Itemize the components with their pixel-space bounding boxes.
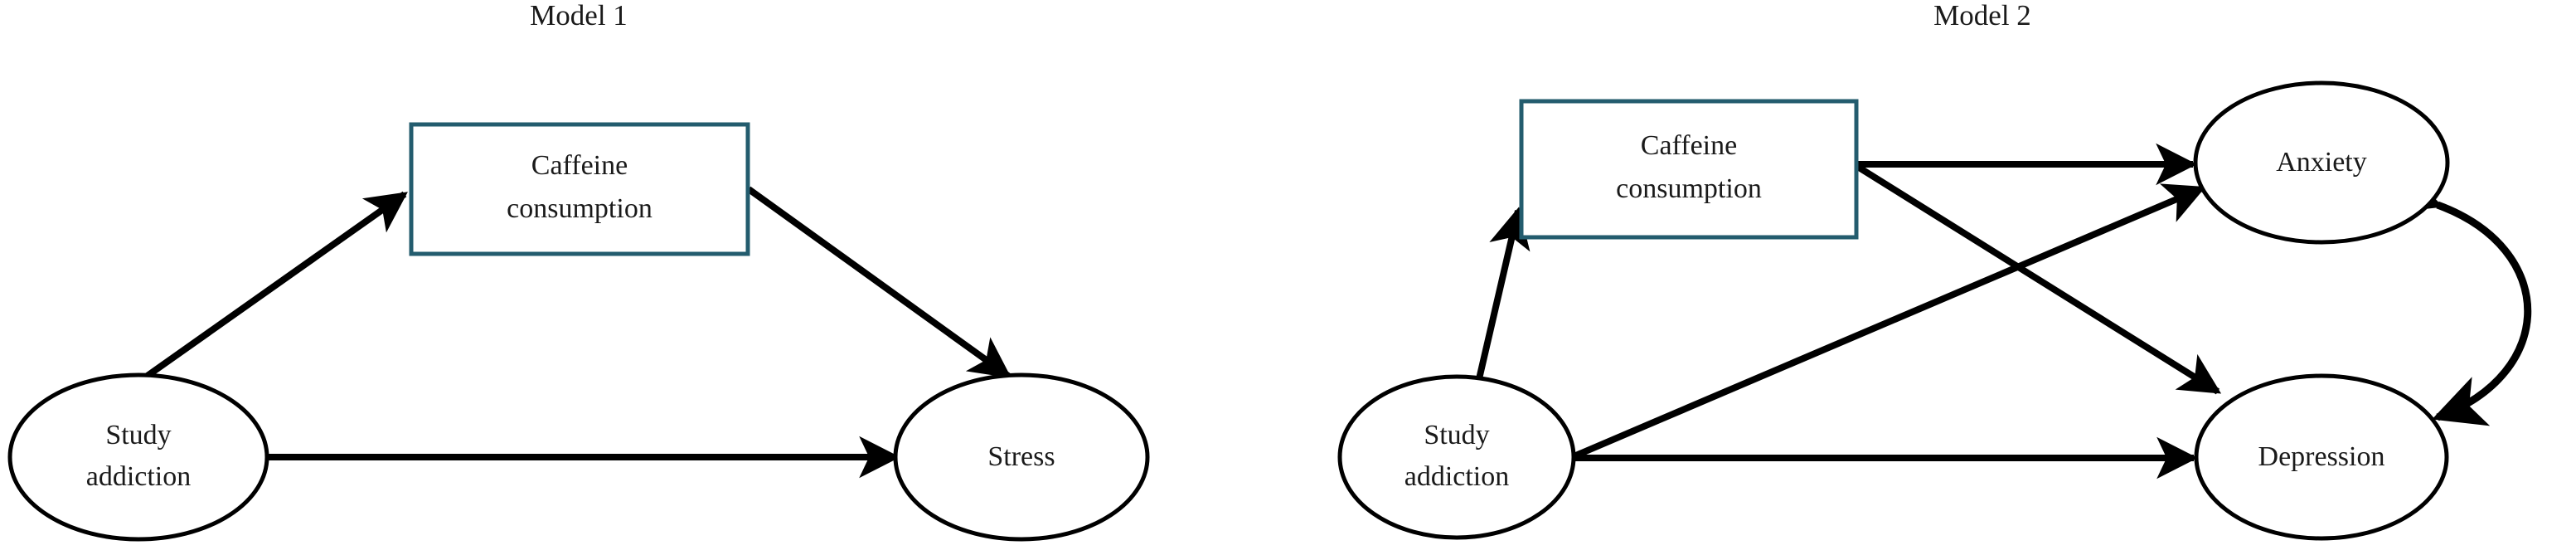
caffeine-consumption-box-m1 xyxy=(409,122,750,256)
anxiety-label-m2: Anxiety xyxy=(2276,147,2367,178)
depression-ellipse-m2 xyxy=(2194,373,2449,541)
caffeine-consumption-label-line2-m1: consumption xyxy=(507,193,652,224)
stress-label-m1: Stress xyxy=(987,441,1055,472)
node-depression-m2[interactable]: Depression xyxy=(2194,373,2449,541)
edge-caffeine-consumption-to-stress-m1 xyxy=(746,186,1011,379)
edge-study-addiction-to-caffeine-consumption-m2 xyxy=(1475,207,1531,383)
node-study-addiction-m2[interactable]: Study addiction xyxy=(1337,374,1576,540)
caffeine-consumption-box-m2 xyxy=(1519,99,1859,240)
study-addiction-label-line2-m2: addiction xyxy=(1404,461,1510,492)
caffeine-consumption-label-line1-m1: Caffeine xyxy=(531,150,628,181)
study-addiction-label-line1-m1: Study xyxy=(105,420,171,450)
study-addiction-label-line2-m1: addiction xyxy=(86,461,192,492)
edge-study-addiction-to-caffeine-consumption-m1 xyxy=(140,191,408,382)
caffeine-consumption-label-line2-m2: consumption xyxy=(1616,173,1762,204)
study-addiction-ellipse-m1 xyxy=(7,372,269,542)
study-addiction-ellipse-m2 xyxy=(1337,374,1576,540)
edge-anxiety-depression-covariance-m2 xyxy=(2384,164,2532,426)
node-stress-m1[interactable]: Stress xyxy=(893,372,1150,542)
depression-label-m2: Depression xyxy=(2258,441,2385,472)
edge-study-addiction-to-anxiety-m2 xyxy=(1570,183,2206,460)
model-2-title: Model 2 xyxy=(1933,0,2031,32)
study-addiction-label-line1-m2: Study xyxy=(1424,420,1489,450)
anxiety-ellipse-m2 xyxy=(2193,80,2450,245)
node-anxiety-m2[interactable]: Anxiety xyxy=(2193,80,2450,245)
caffeine-consumption-label-line1-m2: Caffeine xyxy=(1641,130,1737,161)
node-caffeine-consumption-m2[interactable]: Caffeine consumption xyxy=(1519,99,1859,240)
edge-caffeine-consumption-to-depression-m2 xyxy=(1854,163,2222,395)
model-1-title: Model 1 xyxy=(530,0,628,32)
model-2-group: Model 2 Study addiction Caffeine consump… xyxy=(1337,0,2532,541)
model-1-group: Model 1 Study addiction Caffeine consump… xyxy=(7,0,1150,542)
stress-ellipse-m1 xyxy=(893,372,1150,542)
node-study-addiction-m1[interactable]: Study addiction xyxy=(7,372,269,542)
node-caffeine-consumption-m1[interactable]: Caffeine consumption xyxy=(409,122,750,256)
